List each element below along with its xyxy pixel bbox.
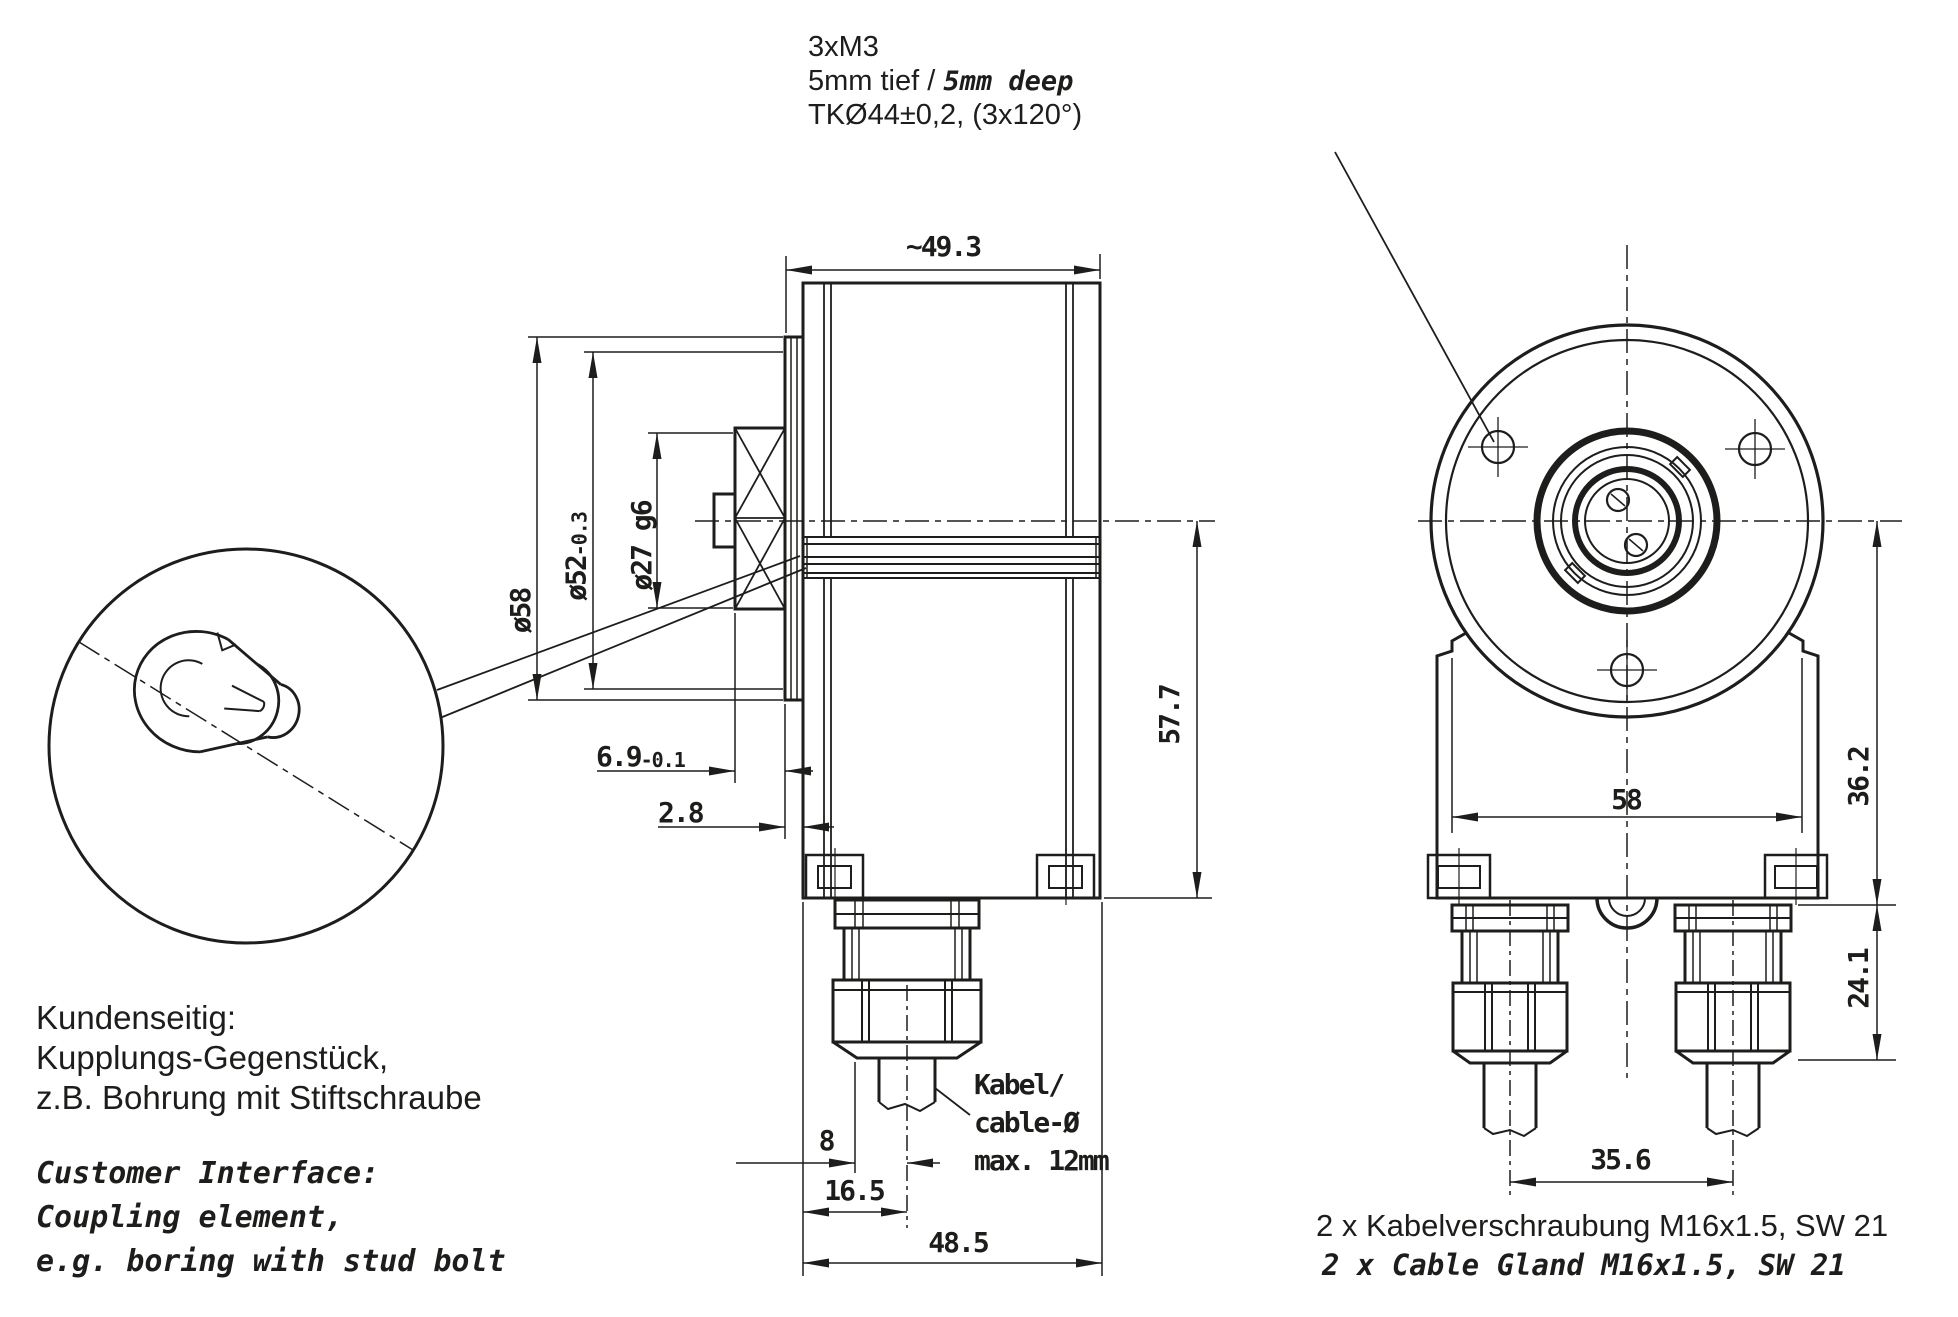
- dim-label-dia-body: ø58: [504, 588, 537, 634]
- bottom-hub: [1595, 897, 1659, 930]
- gland-note-en: 2 x Cable Gland M16x1.5, SW 21: [1322, 1248, 1846, 1282]
- thread-note-line1: 3xM3: [808, 31, 879, 63]
- detail-leader-line: [439, 567, 807, 719]
- front-view: [1418, 245, 1902, 1195]
- thread-note-line2: 5mm tief / 5mm deep: [808, 64, 1073, 99]
- front-face-outer-circle: [1429, 323, 1825, 719]
- side-view: [695, 281, 1215, 1228]
- dim-label-front-upper: 36.2: [1842, 747, 1875, 807]
- set-screw: [1605, 487, 1631, 513]
- mounting-tab-right: [1035, 848, 1096, 905]
- label-band: [803, 536, 1100, 579]
- collar-tol: -0.1: [640, 748, 686, 772]
- detail-balloon: [47, 547, 807, 945]
- thread-note-en: 5mm deep: [943, 66, 1074, 97]
- front-face-inner-circle: [1444, 338, 1810, 704]
- mounting-hole-top-left: [1468, 417, 1528, 477]
- dim-label-dia-flange: ø52-0.3: [559, 477, 596, 637]
- key-slot: [1668, 455, 1692, 479]
- customer-note-de-line3: z.B. Bohrung mit Stiftschraube: [36, 1079, 482, 1116]
- cable-note-line1: Kabel/: [974, 1068, 1065, 1101]
- tk-hole-leader-line: [1334, 151, 1495, 443]
- cable-gland-front-left: [1450, 900, 1570, 1195]
- cable-leader-line: [934, 1087, 971, 1116]
- dim-label-front-width: 58: [1611, 783, 1643, 816]
- cable-gland-side: [831, 898, 983, 1228]
- dim-label-flange-thickness: 2.8: [658, 796, 705, 829]
- coupling-sketch: [132, 630, 301, 754]
- cable-gland-front-right: [1673, 900, 1793, 1195]
- cable-stub-torn-end: [1706, 1127, 1760, 1138]
- dim-label-gland-spacing: 35.6: [1590, 1143, 1651, 1176]
- encoder-body-front: [1435, 631, 1820, 900]
- shaft-collar-hatch: [733, 426, 787, 611]
- customer-note-en-line1: Customer Interface:: [36, 1156, 380, 1191]
- cap-joint-lines: [823, 283, 1074, 898]
- mounting-hole-top-right: [1725, 419, 1785, 479]
- shaft-stub: [712, 492, 737, 549]
- dimension-arrowheads: [532, 265, 1882, 1268]
- thread-note-line3: TKØ44±0,2, (3x120°): [808, 99, 1083, 131]
- mounting-tab-left: [804, 848, 865, 905]
- cable-note-line2: cable-Ø: [974, 1106, 1080, 1139]
- dim-label-front-lower: 24.1: [1842, 949, 1875, 1009]
- dia-flange-main: ø52: [559, 556, 593, 601]
- encoder-body-side: [801, 281, 1102, 900]
- mounting-tab-front-left: [1426, 848, 1492, 905]
- coupling-axis-centerline: [78, 641, 414, 851]
- customer-note-en-line2: Coupling element,: [36, 1200, 344, 1235]
- dim-label-offset-b: 16.5: [824, 1174, 885, 1207]
- dim-label-bottom-width: 48.5: [928, 1226, 989, 1259]
- collar-main: 6.9: [596, 740, 643, 773]
- cable-stub-torn-end: [878, 1101, 936, 1113]
- dim-label-top-width: ~49.3: [905, 230, 982, 263]
- balloon-circle: [47, 547, 445, 945]
- gland-note-de: 2 x Kabelverschraubung M16x1.5, SW 21: [1316, 1208, 1889, 1243]
- customer-note-de-line2: Kupplungs-Gegenstück,: [36, 1039, 389, 1076]
- set-screw: [1623, 532, 1649, 558]
- dimension-lines: [528, 151, 1896, 1276]
- mounting-hole-bottom: [1597, 640, 1657, 700]
- customer-note-de-line1: Kundenseitig:: [36, 999, 236, 1036]
- cable-note-line3: max. 12mm: [974, 1144, 1110, 1177]
- cable-stub-torn-end: [1483, 1127, 1537, 1138]
- shaft-hub-rings: [1533, 427, 1721, 615]
- dim-label-collar: 6.9-0.1: [596, 740, 686, 776]
- dia-flange-tol: -0.3: [567, 512, 592, 557]
- key-slot: [1563, 561, 1587, 585]
- detail-leader-line: [436, 555, 801, 691]
- mounting-tab-front-right: [1763, 848, 1829, 905]
- thread-note-de: 5mm tief /: [808, 65, 944, 97]
- customer-note-en-line3: e.g. boring with stud bolt: [36, 1244, 506, 1279]
- dim-label-dia-shaft: ø27 g6: [625, 501, 658, 591]
- dim-label-height: 57.7: [1153, 685, 1186, 745]
- dim-label-offset-a: 8: [818, 1124, 836, 1157]
- clamp-flange: [783, 335, 805, 702]
